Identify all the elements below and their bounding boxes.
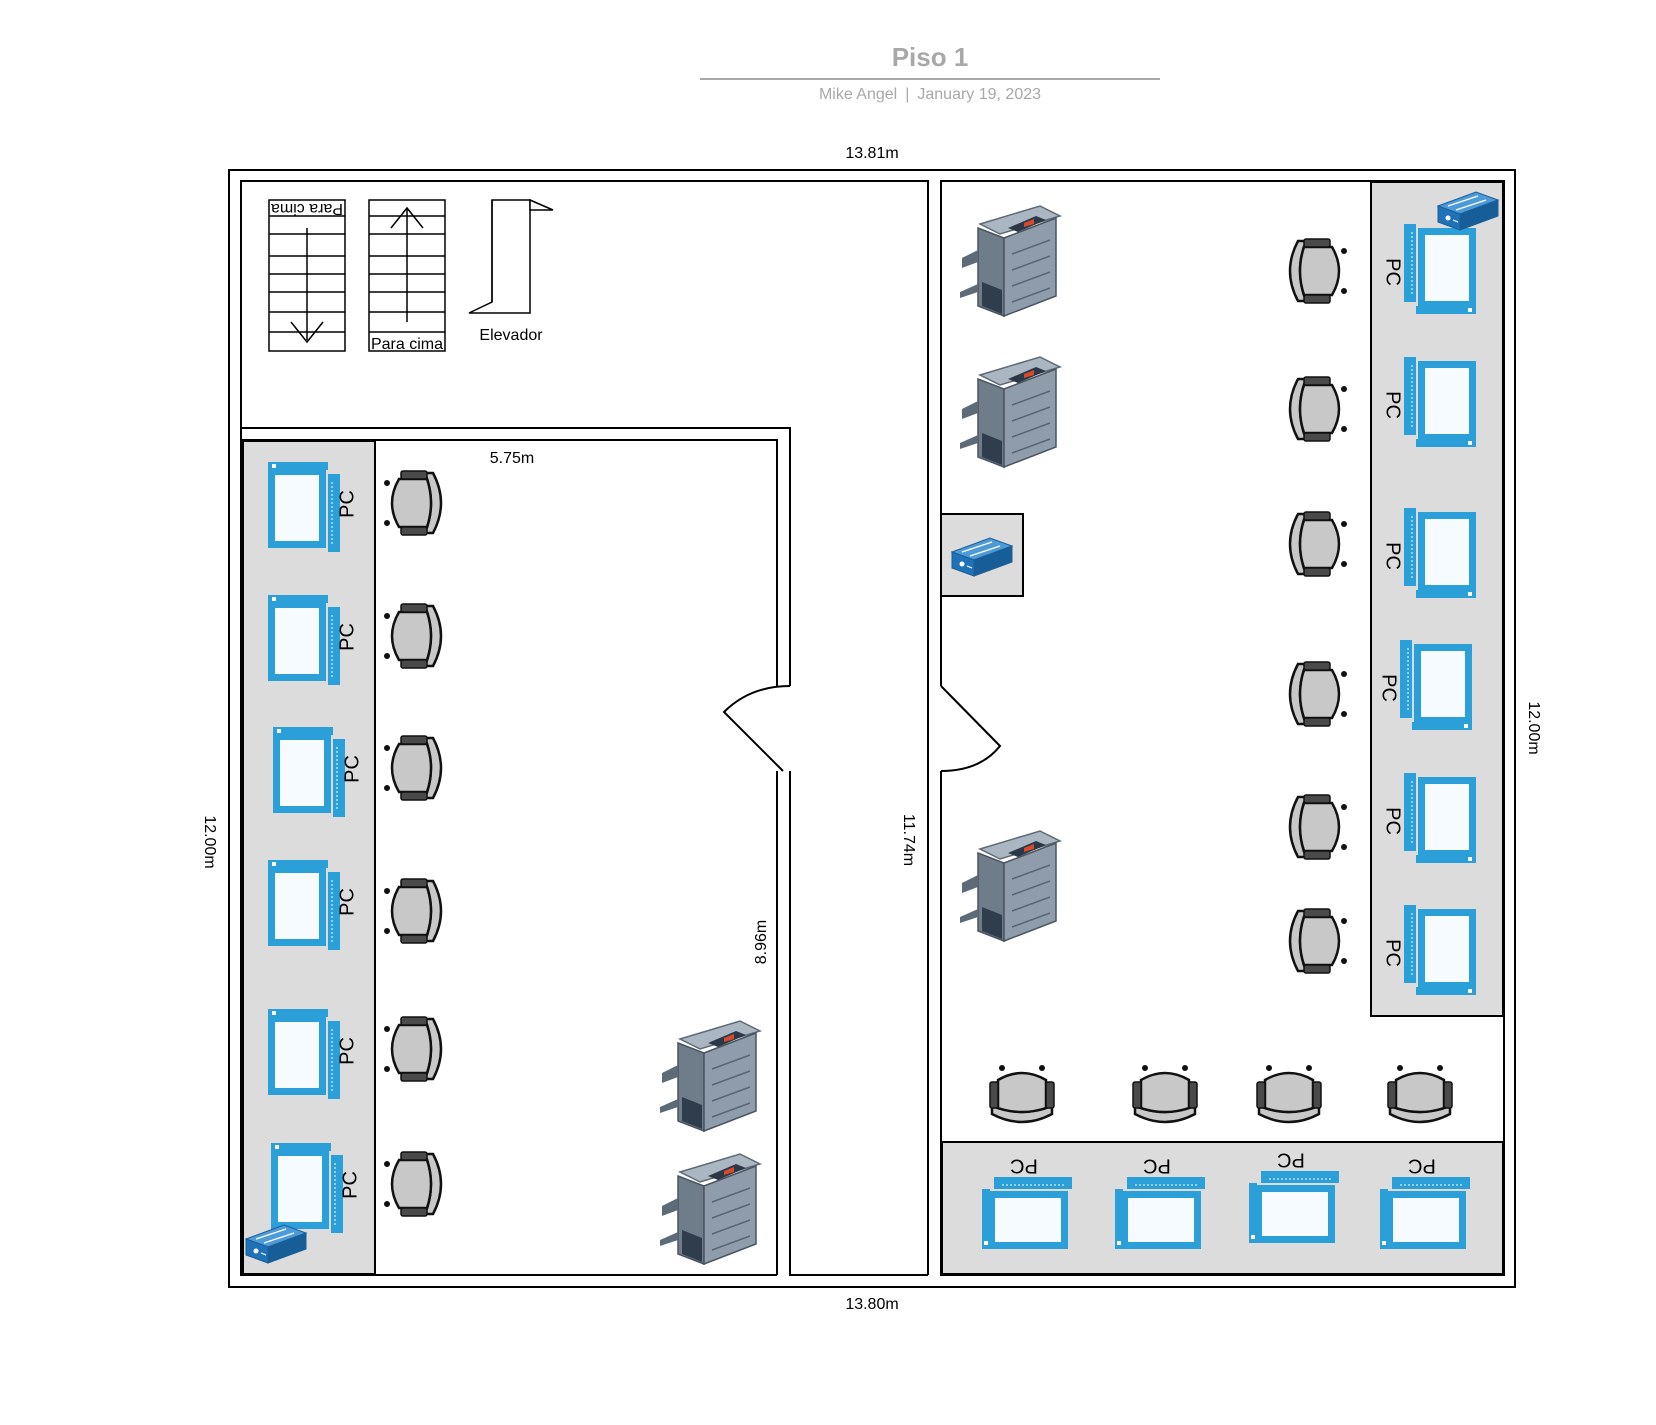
chair-icon — [988, 1063, 1056, 1124]
pc-label: PC — [1382, 939, 1404, 967]
pc-icon — [1379, 1176, 1471, 1250]
printer-icon — [959, 830, 1061, 942]
pc-icon — [981, 1176, 1073, 1250]
stairs-up — [368, 199, 446, 352]
chair-icon — [382, 1015, 443, 1083]
stairs-down-label: Para cima — [271, 200, 343, 217]
pc-icon — [267, 594, 341, 686]
dimension-top: 13.81m — [845, 145, 898, 162]
stairs-up-label: Para cima — [371, 336, 443, 353]
elevator-label: Elevador — [479, 327, 543, 344]
pc-label: PC — [1382, 391, 1404, 419]
chair-icon — [1255, 1063, 1323, 1124]
pc-label: PC — [336, 490, 358, 518]
printer-icon — [659, 1020, 761, 1132]
chair-icon — [382, 1150, 443, 1218]
pc-label: PC — [1382, 542, 1404, 570]
date: January 19, 2023 — [917, 86, 1042, 103]
chair-icon — [1288, 237, 1349, 305]
pc-icon — [267, 859, 341, 951]
chair-icon — [1131, 1063, 1199, 1124]
pc-icon — [1403, 507, 1477, 599]
chair-icon — [1288, 375, 1349, 443]
pc-icon — [1114, 1176, 1206, 1250]
desk-right — [1370, 181, 1504, 1017]
separator: | — [905, 86, 910, 103]
printer-icon — [959, 356, 1061, 468]
pc-label: PC — [1382, 258, 1404, 286]
pc-icon — [1403, 772, 1477, 864]
office-door — [722, 685, 791, 772]
dimension-bottom: 13.80m — [845, 1296, 898, 1313]
pc-icon — [1403, 356, 1477, 448]
chair-icon — [382, 734, 443, 802]
chair-icon — [1288, 793, 1349, 861]
desks — [242, 181, 1504, 1275]
pc-icon — [267, 1008, 341, 1100]
corridor-wall-lower — [789, 771, 928, 1276]
pc-icon — [1248, 1170, 1340, 1244]
pc-icon — [270, 1142, 344, 1234]
pc-label: PC — [1408, 1155, 1436, 1177]
pc-label: PC — [336, 888, 358, 916]
pc-label: PC — [1143, 1155, 1171, 1177]
page-title: Piso 1 — [891, 42, 969, 72]
office-room-wall — [241, 439, 778, 686]
pc-label: PC — [336, 1037, 358, 1065]
printer-icon — [959, 205, 1061, 317]
author: Mike Angel — [818, 86, 898, 103]
dimension-left: 12.00m — [201, 815, 218, 868]
dimension-room-height: 8.96m — [753, 920, 770, 964]
pc-icon — [1403, 223, 1477, 315]
dimension-room-width: 5.75m — [490, 450, 534, 467]
right-wing-door — [940, 685, 1002, 772]
outer-wall — [228, 169, 1516, 1288]
diagram-header: Piso 1 Mike Angel | January 19, 2023 — [700, 42, 1160, 104]
printer-icon — [659, 1153, 761, 1265]
pc-label: PC — [1277, 1149, 1305, 1171]
stairs-down — [268, 199, 346, 352]
pcs-layer: PC PC PC PC PC PC PC PC PC PC PC PC PC PC PC PC — [267, 223, 1477, 1250]
pc-icon — [1403, 904, 1477, 996]
chair-icon — [382, 469, 443, 537]
chair-icon — [1386, 1063, 1454, 1124]
pc-label: PC — [1382, 807, 1404, 835]
pc-icon — [267, 461, 341, 553]
pc-label: PC — [1010, 1155, 1038, 1177]
pc-label: PC — [1378, 674, 1400, 702]
chair-icon — [382, 877, 443, 945]
chairs-layer — [382, 237, 1454, 1218]
pc-label: PC — [341, 755, 363, 783]
left-wing-wall — [240, 180, 929, 1276]
pc-label: PC — [339, 1171, 361, 1199]
title-underline — [700, 78, 1160, 80]
chair-icon — [1288, 660, 1349, 728]
chair-icon — [1288, 907, 1349, 975]
doors — [722, 685, 1002, 772]
chair-icon — [382, 602, 443, 670]
desk-left — [242, 440, 376, 1275]
stairs-room-wall — [241, 427, 791, 686]
chair-icon — [1288, 510, 1349, 578]
subtitle: Mike Angel | January 19, 2023 — [700, 86, 1160, 104]
elevator-icon — [468, 198, 554, 314]
pc-icon — [1399, 639, 1473, 731]
dimension-right: 12.00m — [1525, 701, 1542, 754]
pc-icon — [272, 726, 346, 818]
pc-label: PC — [336, 623, 358, 651]
dimension-corridor: 11.74m — [900, 814, 917, 866]
